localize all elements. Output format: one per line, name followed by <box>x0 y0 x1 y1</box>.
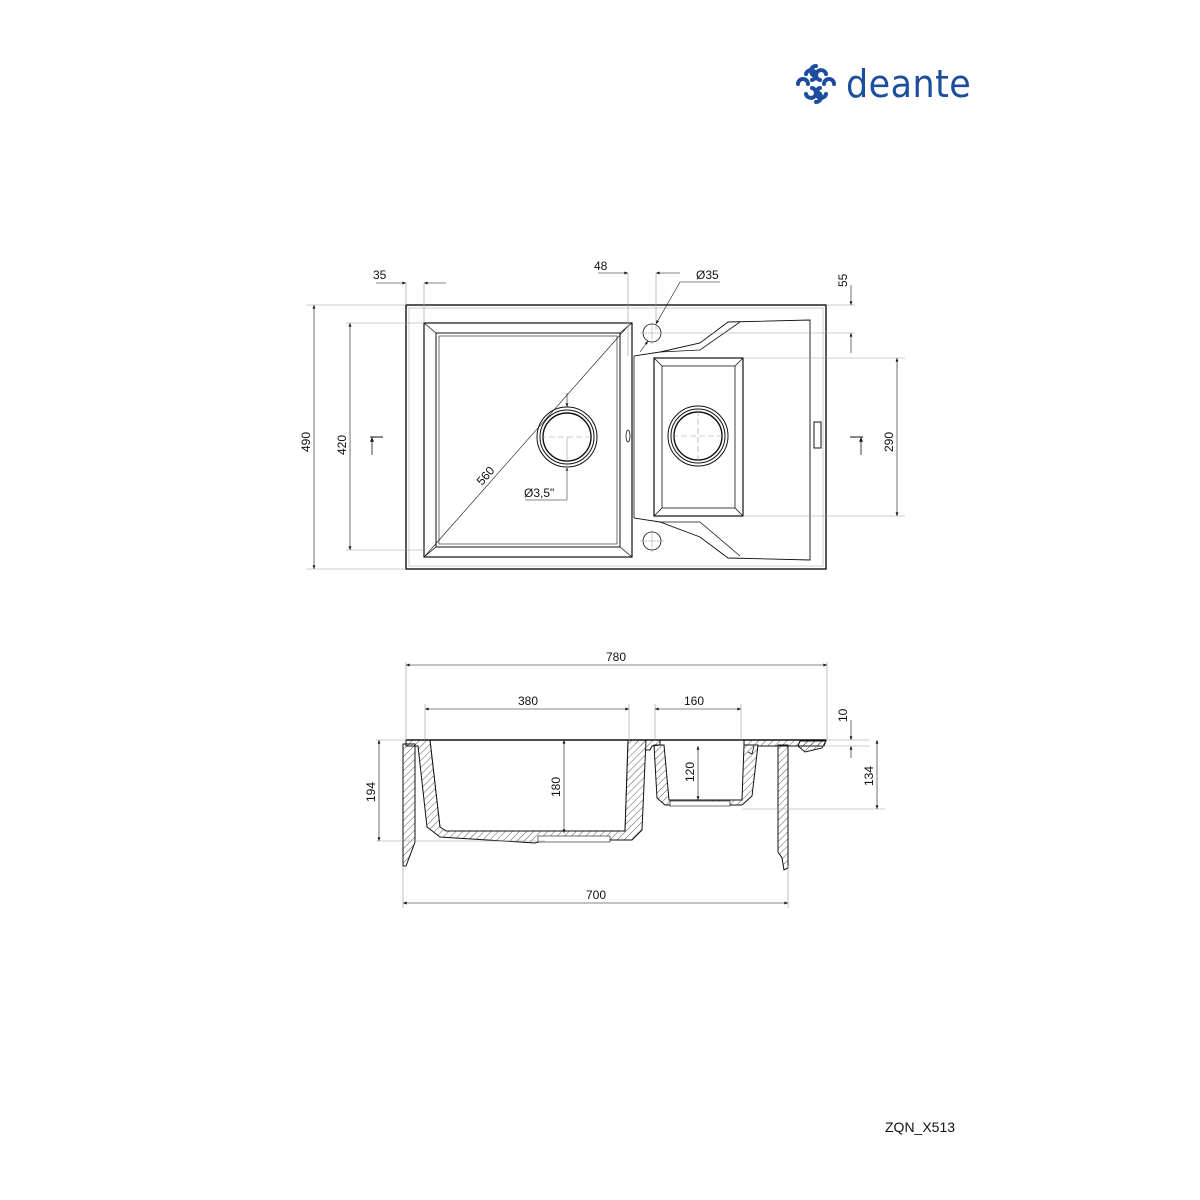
dim-overall-depth: 490 <box>299 432 313 452</box>
top-view-dimensions <box>306 271 905 570</box>
dim-small-bowl-width: 160 <box>684 694 704 708</box>
dim-cabinet-width: 700 <box>586 888 606 902</box>
dim-main-bowl-depth: 420 <box>335 435 349 455</box>
side-view <box>402 739 827 871</box>
dim-small-bowl-height: 120 <box>683 762 697 782</box>
side-view-dimensions <box>376 662 885 908</box>
dim-top-edge-offset: 55 <box>836 273 850 287</box>
dim-small-bowl-depth: 290 <box>882 432 896 452</box>
dim-main-bowl-height: 180 <box>549 777 563 797</box>
top-view-labels: 35 48 Ø35 55 490 420 560 Ø3,5" 290 <box>299 259 896 500</box>
dim-main-bowl-width: 380 <box>518 694 538 708</box>
dim-drain-size: Ø3,5" <box>524 486 554 500</box>
dim-diagonal: 560 <box>474 463 498 488</box>
brand-name: deante <box>846 62 972 106</box>
brand-logo: deante <box>794 62 982 106</box>
side-view-labels: 780 380 160 10 194 180 120 134 700 <box>364 650 876 902</box>
deante-logo-icon <box>796 64 836 104</box>
product-code: ZQN_X513 <box>885 1119 956 1135</box>
dim-rim-thickness: 10 <box>836 708 850 722</box>
top-view <box>405 304 827 570</box>
dim-small-bowl-total: 134 <box>862 766 876 786</box>
dim-overall-width: 780 <box>606 650 626 664</box>
dim-tap-hole: Ø35 <box>696 268 719 282</box>
dim-margin-left: 35 <box>373 268 387 282</box>
dim-tap-offset: 48 <box>594 259 608 273</box>
dim-overall-height: 194 <box>364 782 378 802</box>
